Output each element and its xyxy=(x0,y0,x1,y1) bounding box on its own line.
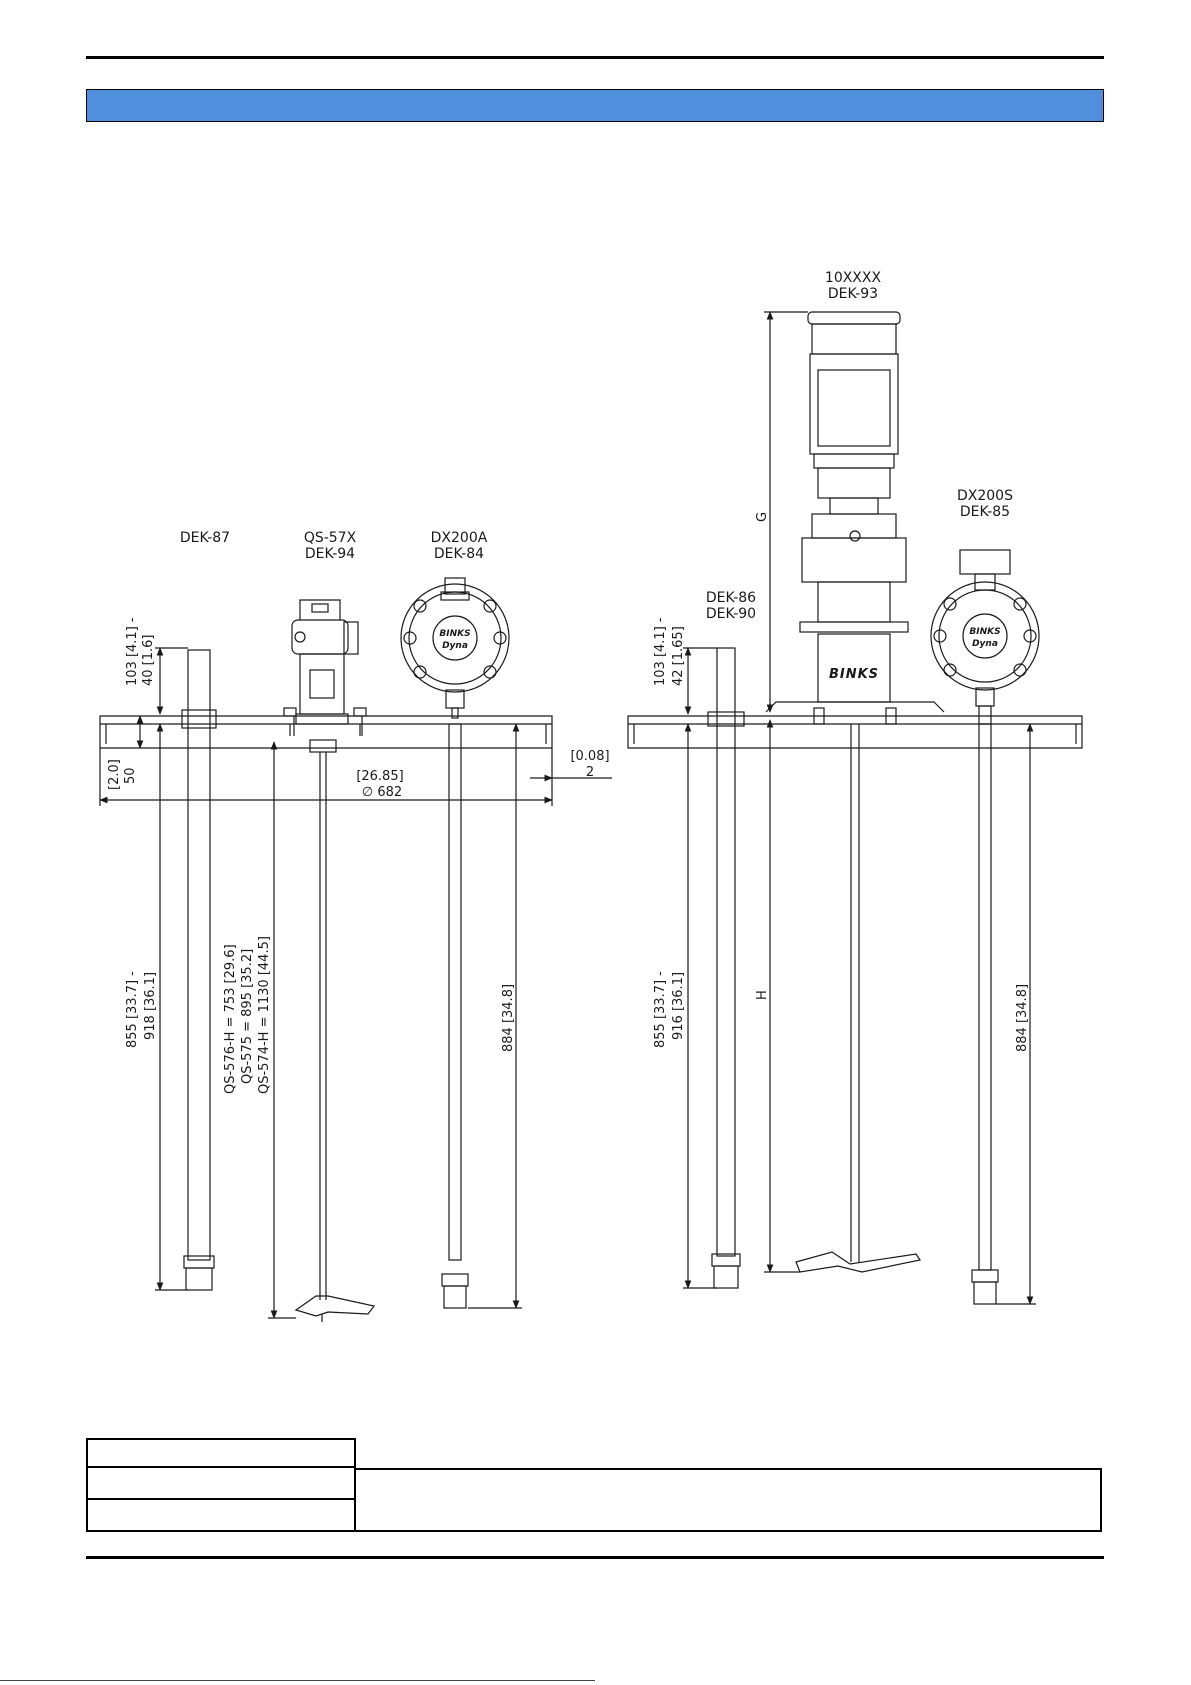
right-dimension-lines xyxy=(683,311,1036,1305)
dim-left-dia-b: ∅ 682 xyxy=(362,785,402,800)
dim-right-top-a: 103 [4.1] - xyxy=(653,617,668,686)
top-rule xyxy=(86,56,1104,59)
dim-left-tube-a: 855 [33.7] - xyxy=(125,971,140,1048)
dim-left-tube-b: 918 [36.1] xyxy=(143,972,158,1040)
left-bolts xyxy=(283,707,367,736)
label-dek86: DEK-86 xyxy=(706,590,756,606)
label-dx200a: DX200A xyxy=(431,530,488,546)
dim-mixer-qs574h: QS-574-H = 1130 [44.5] xyxy=(257,936,272,1094)
info-table-cell-2 xyxy=(86,1468,356,1500)
info-table-cell-1 xyxy=(86,1438,356,1468)
pump-logo-right-1: BINKS xyxy=(969,627,1000,637)
left-pump-dx200a xyxy=(400,577,510,1309)
dim-left-flange-b: 50 xyxy=(123,767,138,784)
label-10xxxx: 10XXXX xyxy=(825,270,882,286)
dim-left-top-a: 103 [4.1] - xyxy=(125,617,140,686)
pump-logo-left-2: Dyna xyxy=(442,641,468,651)
info-table-cell-3 xyxy=(86,1500,356,1532)
dim-mixer-qs576h: QS-576-H = 753 [29.6] xyxy=(223,944,238,1094)
left-mixer-qs57x xyxy=(291,599,376,1322)
dim-right-tube-a: 855 [33.7] - xyxy=(653,971,668,1048)
dim-left-lip-a: [0.08] xyxy=(570,749,609,764)
dim-left-pump-depth: 884 [34.8] xyxy=(501,984,516,1052)
dim-left-top-b: 40 [1.6] xyxy=(141,635,156,687)
dim-right-top-b: 42 [1.65] xyxy=(671,626,686,686)
pump-logo-left-1: BINKS xyxy=(439,629,470,639)
right-lid xyxy=(627,715,1083,749)
left-tube-dek87 xyxy=(181,649,217,1291)
bottom-rule xyxy=(86,1556,1104,1559)
right-tube-dek86 xyxy=(707,647,745,1289)
dim-left-dia-a: [26.85] xyxy=(356,769,403,784)
label-dek94: DEK-94 xyxy=(305,546,355,562)
label-dek84: DEK-84 xyxy=(434,546,484,562)
label-dek87: DEK-87 xyxy=(180,530,230,546)
label-dek85: DEK-85 xyxy=(960,504,1010,520)
label-dx200s: DX200S xyxy=(957,488,1013,504)
info-table-wide-cell xyxy=(354,1468,1102,1532)
dim-right-pump-depth: 884 [34.8] xyxy=(1015,984,1030,1052)
label-qs57x: QS-57X xyxy=(304,530,357,546)
label-dek93: DEK-93 xyxy=(828,286,878,302)
left-dimension-lines xyxy=(99,647,612,1319)
plate-logo: BINKS xyxy=(829,667,879,682)
label-dek90: DEK-90 xyxy=(706,606,756,622)
dim-left-flange-a: [2.0] xyxy=(107,759,122,790)
right-pump-dx200s xyxy=(930,549,1040,1305)
section-header-bar xyxy=(86,89,1104,122)
pump-logo-right-2: Dyna xyxy=(972,639,998,649)
info-table xyxy=(86,1438,1102,1532)
right-motor-mixer-10xxxx xyxy=(765,311,945,1273)
dim-right-height-g: G xyxy=(755,512,770,522)
dim-right-tube-b: 916 [36.1] xyxy=(671,972,686,1040)
dim-left-lip-b: 2 xyxy=(586,765,594,780)
dim-mixer-qs575: QS-575 = 895 [35.2] xyxy=(240,949,255,1084)
left-lid xyxy=(99,715,553,749)
dim-right-height-h: H xyxy=(755,990,770,1000)
footer-line xyxy=(0,1680,595,1681)
